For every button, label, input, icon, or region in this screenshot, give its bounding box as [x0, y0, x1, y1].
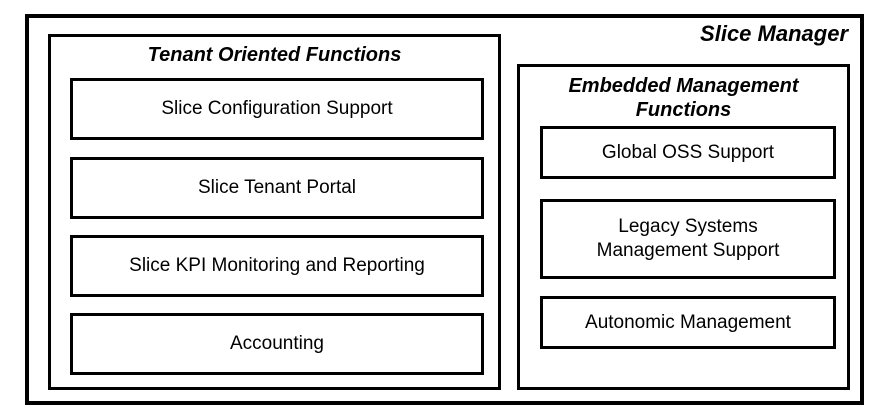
box-label: Slice Configuration Support: [161, 98, 393, 120]
panel-title-embedded-management-functions: Embedded Management Functions: [520, 75, 847, 122]
slice-manager-title: Slice Manager: [700, 21, 848, 46]
box-legacy-systems-management-support: Legacy Systems Management Support: [540, 199, 836, 279]
slice-manager-container: Slice Manager Tenant Oriented Functions …: [25, 14, 864, 405]
box-label: Autonomic Management: [585, 311, 791, 333]
panel-embedded-management-functions: Embedded Management Functions Global OSS…: [517, 64, 850, 390]
box-label-line-2: Management Support: [596, 240, 780, 261]
panel-title-line-2: Functions: [635, 98, 732, 121]
box-label: Slice KPI Monitoring and Reporting: [129, 255, 425, 277]
box-autonomic-management: Autonomic Management: [540, 296, 836, 349]
box-accounting: Accounting: [70, 313, 484, 375]
panel-title-line-1: Embedded Management: [568, 75, 799, 97]
panel-title-tenant-oriented-functions: Tenant Oriented Functions: [147, 44, 402, 66]
box-label-line-1: Legacy Systems: [618, 216, 758, 238]
box-slice-tenant-portal: Slice Tenant Portal: [70, 157, 484, 219]
panel-tenant-oriented-functions: Tenant Oriented Functions Slice Configur…: [48, 34, 501, 390]
box-label: Slice Tenant Portal: [197, 177, 357, 199]
box-slice-configuration-support: Slice Configuration Support: [70, 78, 484, 140]
box-slice-kpi-monitoring-and-reporting: Slice KPI Monitoring and Reporting: [70, 235, 484, 297]
box-label: Global OSS Support: [601, 141, 775, 163]
box-global-oss-support: Global OSS Support: [540, 126, 836, 179]
box-label: Accounting: [229, 333, 324, 355]
